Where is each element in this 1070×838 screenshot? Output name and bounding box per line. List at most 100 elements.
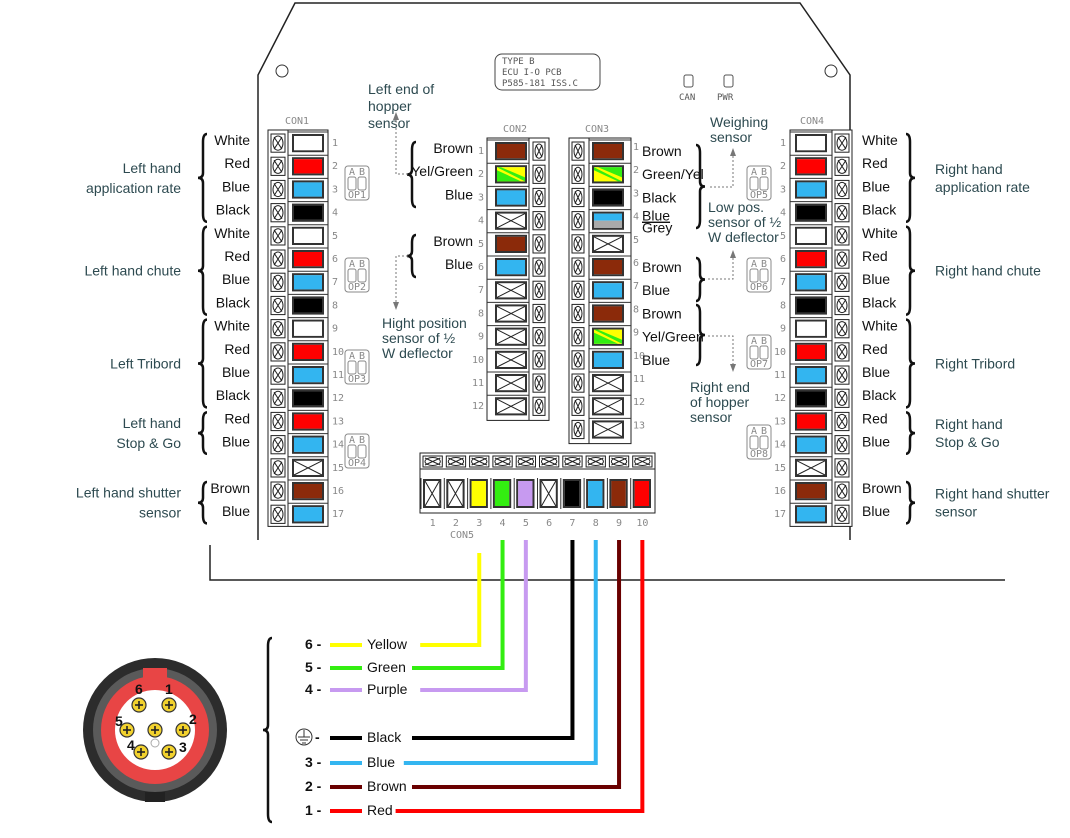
con4-pin-number: 15 [774,463,786,474]
con3-wire-label: Brown [642,143,682,159]
con2-pin-4: 4 [478,209,546,231]
sensor-label: sensor of ½ [708,214,781,230]
con1-group-label: Left hand [123,160,181,176]
con1-pin-number: 17 [332,509,344,520]
con1-pin-number: 14 [332,440,344,451]
con1-wire-label: Red [224,155,250,171]
cable-wire-label: Red [367,802,393,818]
svg-text:A: A [349,435,355,446]
con1-pin-15: 15 [270,456,344,478]
connector-pin-label: 5 [115,713,123,729]
con2-pin-number: 3 [478,192,484,203]
svg-text:B: B [761,259,767,270]
earth-icon [150,738,160,748]
cable-wire-brown: 2 -Brown [305,540,622,794]
cable-pin-number: 4 - [305,681,322,697]
svg-text:OP4: OP4 [348,458,366,469]
board-label-line-1: TYPE B [502,57,535,67]
con3-wire-label: Brown [642,305,682,321]
con5-pin-number: 5 [523,518,529,529]
con1-wire-label: Red [224,410,250,426]
con4-group-2: Right hand chute [905,225,1041,316]
con2-pin-number: 10 [472,355,484,366]
cable-wire-label: Yellow [367,636,408,652]
con3-pin-number: 11 [633,374,645,385]
con4-pin-number: 8 [780,300,786,311]
sensor-label: Hight position [382,315,467,331]
con5-pin-number: 1 [430,518,436,529]
cable-wire-green: 5 -Green [305,540,505,675]
con2-pin-number: 9 [478,332,484,343]
svg-text:A: A [349,167,355,178]
svg-text:B: B [359,167,365,178]
con3-pin-number: 5 [633,235,639,246]
con5-pin-number: 7 [569,518,575,529]
con1-pin-number: 2 [332,161,338,172]
con1-group-label: Left hand [123,415,181,431]
con1-pin-2: 2 Red [224,154,338,176]
con1-wire-label: White [214,318,250,334]
con1-pin-number: 7 [332,277,338,288]
con5-pin-9: 9 [606,455,630,529]
con3-pin-13: 13 [571,417,645,440]
cable-wire-label: Blue [367,754,395,770]
connector-pin-label: 3 [179,739,187,755]
board-label-line-2: ECU I-O PCB [502,68,562,78]
con3-wire-label: Brown [642,259,682,275]
con3-pin-number: 10 [633,351,645,362]
con4-pin-number: 4 [780,208,786,219]
con3-title: CON3 [585,124,609,135]
dynamic-layer: CON11White2Red3Blue4Black5White6Red7Blue… [76,81,1050,824]
con4-pin-number: 9 [780,324,786,335]
con5-pin-7: 7 [560,455,583,529]
con1-pin-number: 8 [332,300,338,311]
connector-pin-5: 5 [115,713,135,738]
svg-text:B: B [359,435,365,446]
mounting-hole-right [824,64,838,78]
con4-pin-number: 12 [774,393,786,404]
con4-pin-number: 10 [774,347,786,358]
sensor-label: W deflector [382,345,453,361]
con2-title: CON2 [503,124,527,135]
con5-pin-number: 6 [546,518,552,529]
con5-pin-number: 2 [453,518,459,529]
con4-wire-label: Red [862,155,888,171]
con3-pin-number: 3 [633,188,639,199]
con2-pin-number: 5 [478,239,484,250]
con2-pin-11: 11 [472,371,546,393]
con2-pin-number: 7 [478,285,484,296]
con3-pin-number: 12 [633,397,645,408]
connector-pin-label: 6 [135,681,143,697]
sensor-label: sensor [368,115,410,131]
con4-group-label: Right hand chute [935,263,1041,279]
svg-text:B: B [761,426,767,437]
cable-wire-red: 1 -Red [305,540,645,818]
con2-wire-label: Blue [445,256,473,272]
con1-pin-number: 15 [332,463,344,474]
con5-pin-number: 9 [616,518,622,529]
cable-wire-purple: 4 -Purple [305,540,528,697]
sensor-label: W deflector [708,229,779,245]
con3-wire-label: Blue [642,352,670,368]
